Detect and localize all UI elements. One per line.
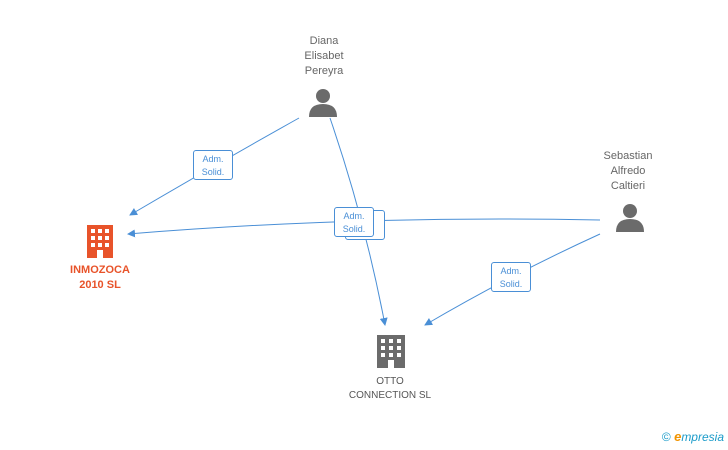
person-name-line: Sebastian	[603, 150, 653, 162]
edge-label-line: Solid.	[342, 224, 366, 234]
empresia-watermark: © empresia	[662, 429, 724, 444]
copyright-symbol: ©	[661, 430, 671, 444]
person-name-line: Pereyra	[304, 65, 344, 77]
person-name-line: Alfredo	[610, 165, 646, 177]
edge-label-diana-inmozoca: Adm. Solid.	[193, 150, 233, 180]
building-icon-inmozoca	[87, 225, 113, 258]
edge-label-line: Solid.	[499, 279, 523, 289]
edge-label-center-stack: Adm. Solid.	[334, 207, 374, 237]
company-name-line: OTTO	[376, 376, 404, 387]
person-name-line: Diana	[309, 35, 339, 47]
building-icon-otto	[377, 335, 405, 368]
edge-label-line: Adm.	[202, 154, 224, 164]
edge-label-line: Adm.	[500, 266, 522, 276]
company-label-inmozoca[interactable]: INMOZOCA 2010 SL	[56, 263, 144, 293]
person-name-line: Elisabet	[304, 50, 344, 62]
brand-initial: e	[674, 429, 682, 444]
person-icon-diana	[309, 89, 337, 117]
company-name-line: INMOZOCA	[70, 264, 130, 276]
person-label-sebastian[interactable]: Sebastian Alfredo Caltieri	[590, 149, 666, 194]
person-label-diana[interactable]: Diana Elisabet Pereyra	[290, 34, 358, 79]
person-name-line: Caltieri	[610, 180, 646, 192]
edge-label-line: Adm.	[343, 211, 365, 221]
company-name-line: CONNECTION SL	[348, 390, 432, 401]
company-name-line: 2010 SL	[79, 279, 121, 291]
brand-name: mpresia	[681, 430, 724, 444]
company-label-otto[interactable]: OTTO CONNECTION SL	[338, 375, 442, 403]
edge-label-line: Solid.	[201, 167, 225, 177]
person-icon-sebastian	[616, 204, 644, 232]
edge-label-sebastian-otto: Adm. Solid.	[491, 262, 531, 292]
